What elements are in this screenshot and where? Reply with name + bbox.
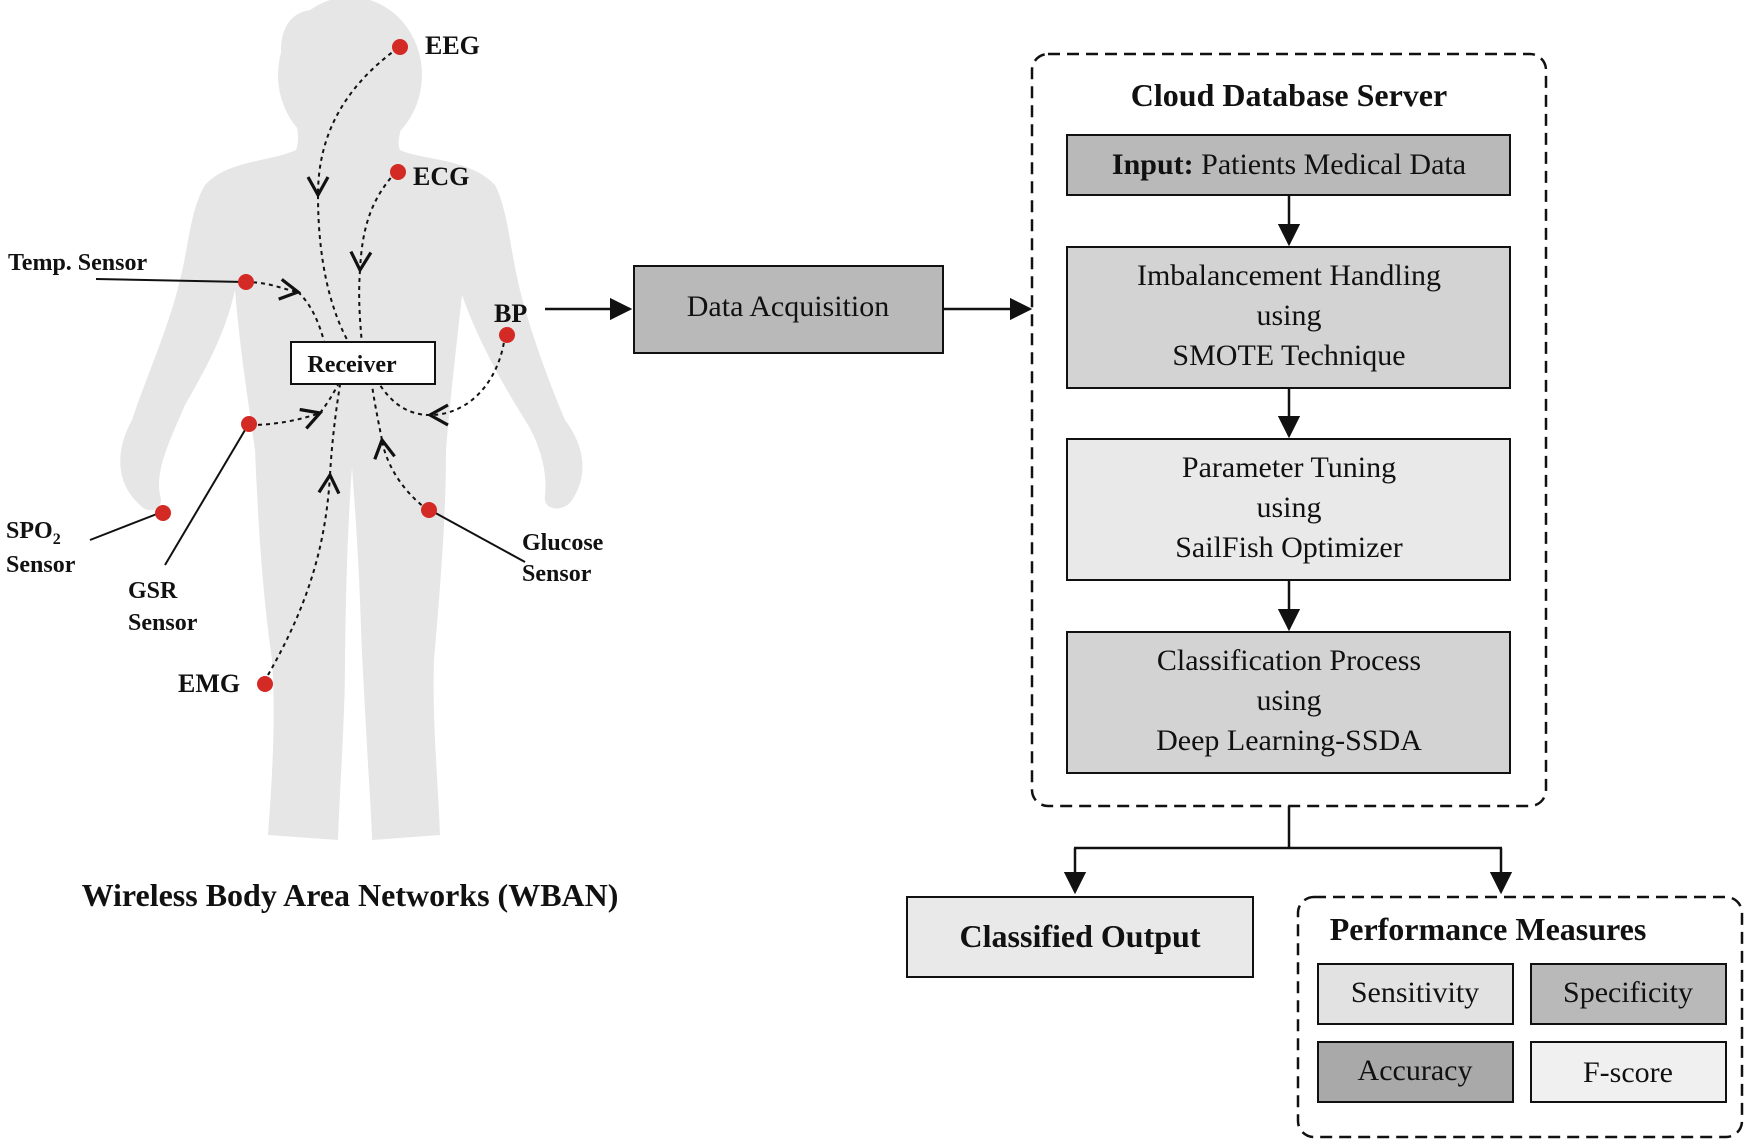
- classified-output-box: [906, 896, 1254, 978]
- ssda-step-line1: Classification Process: [1157, 644, 1421, 677]
- input-box: [1066, 134, 1511, 196]
- temp-sensor-label: Temp. Sensor: [8, 250, 147, 276]
- leg-gap: [345, 468, 372, 840]
- sailfish-step-line2: using: [1256, 491, 1321, 524]
- accuracy-box: [1317, 1041, 1514, 1103]
- glucose-leader-line: [429, 509, 526, 563]
- smote-step-line3: SMOTE Technique: [1172, 339, 1405, 372]
- gsr-signal-path-tail: [319, 384, 339, 414]
- smote-step-line2: using: [1256, 299, 1321, 332]
- spo2-label: SPO2: [6, 518, 61, 548]
- gsr-signal-path: [249, 407, 324, 430]
- temp-leader-line: [95, 278, 246, 283]
- ecg-sensor-dot: [390, 164, 406, 180]
- ssda-step-line3: Deep Learning-SSDA: [1156, 724, 1422, 757]
- eeg-sensor-dot: [392, 39, 408, 55]
- emg-signal-path-tail: [329, 384, 341, 476]
- receiver-box: [290, 341, 436, 385]
- sailfish-step-line1: Parameter Tuning: [1182, 451, 1396, 484]
- fscore-box: [1530, 1041, 1727, 1103]
- classified-output-label: Classified Output: [960, 918, 1201, 954]
- performance-measures-container: [1296, 895, 1744, 1139]
- spo2-leader-line: [89, 511, 163, 541]
- sensor-leader-lines: [89, 278, 526, 566]
- temp-signal-path: [244, 278, 302, 301]
- wban-title: Wireless Body Area Networks (WBAN): [82, 877, 619, 913]
- performance-measures-title: Performance Measures: [1330, 911, 1647, 947]
- glucose-label: Glucose: [522, 530, 604, 556]
- sensitivity-box: [1317, 963, 1514, 1025]
- input-label: Input: Patients Medical Data: [1112, 148, 1466, 181]
- glucose-signal-path: [373, 436, 429, 511]
- receiver-label: Receiver: [307, 352, 397, 378]
- smote-step-line1: Imbalancement Handling: [1137, 259, 1441, 292]
- glucose-signal-path-tail: [371, 384, 383, 441]
- eeg-label: EEG: [425, 31, 480, 60]
- ecg-label: ECG: [413, 162, 469, 191]
- signal-paths: [244, 47, 506, 683]
- accuracy-label: Accuracy: [1358, 1054, 1473, 1087]
- fscore-label: F-score: [1583, 1056, 1673, 1089]
- gsr-label-line2: Sensor: [128, 610, 198, 636]
- sailfish-step-line3: SailFish Optimizer: [1175, 531, 1403, 564]
- emg-label: EMG: [178, 669, 240, 698]
- spo2-sensor-dot: [155, 505, 171, 521]
- emg-sensor-dot: [257, 676, 273, 692]
- ssda-step-box: [1066, 631, 1511, 774]
- glucose-sensor-dot: [421, 502, 437, 518]
- eeg-signal-path: [306, 47, 399, 199]
- sensor-dots: [155, 39, 515, 692]
- spo2-label-line2: Sensor: [6, 552, 76, 578]
- gsr-sensor-dot: [241, 416, 257, 432]
- sensitivity-label: Sensitivity: [1351, 976, 1479, 1009]
- ssda-step-line2: using: [1256, 684, 1321, 717]
- gsr-label: GSR: [128, 578, 178, 604]
- neck-shape: [315, 140, 385, 170]
- bp-signal-path: [426, 334, 506, 427]
- head-shape: [278, 0, 422, 153]
- bp-sensor-dot: [499, 327, 515, 343]
- cloud-server-title: Cloud Database Server: [1131, 77, 1447, 113]
- specificity-box: [1530, 963, 1727, 1025]
- data-acquisition-label: Data Acquisition: [687, 290, 889, 323]
- glucose-label-line2: Sensor: [522, 561, 592, 587]
- ecg-signal-path: [349, 171, 397, 274]
- temp-sensor-dot: [238, 274, 254, 290]
- specificity-label: Specificity: [1563, 976, 1693, 1009]
- smote-step-box: [1066, 246, 1511, 389]
- human-body-silhouette: [120, 9, 583, 840]
- sailfish-step-box: [1066, 438, 1511, 581]
- bp-label: BP: [494, 299, 527, 328]
- output-branch-lines: [1063, 806, 1513, 895]
- bp-signal-path-tail: [379, 384, 431, 416]
- gsr-leader-line: [164, 424, 249, 566]
- emg-signal-path: [263, 471, 341, 683]
